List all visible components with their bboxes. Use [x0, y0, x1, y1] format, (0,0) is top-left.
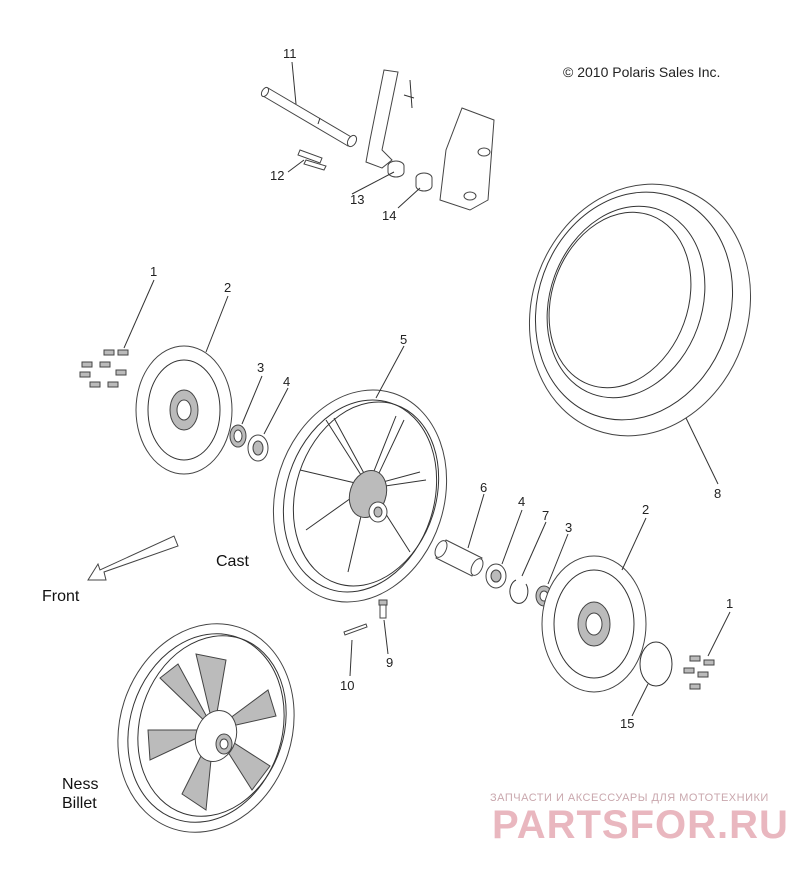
- leader-12: [287, 159, 305, 173]
- watermark-logo: PARTSFOR.RU: [492, 803, 789, 847]
- pinch-bolts-part-12: [297, 149, 327, 171]
- callout-6: 6: [480, 480, 487, 495]
- brake-bolts-left-part-1: [79, 349, 129, 388]
- bearing-right-part-4: [485, 563, 507, 589]
- callout-4-left: 4: [283, 374, 290, 389]
- leader-4-right: [501, 509, 523, 565]
- leader-11: [291, 61, 297, 105]
- leader-15: [631, 683, 649, 717]
- ness-label-line2: Billet: [62, 795, 97, 812]
- spacer-part-14: [415, 172, 433, 192]
- tire-part-8: [528, 183, 752, 437]
- leader-3-right: [547, 533, 569, 585]
- callout-11: 11: [283, 46, 297, 61]
- brake-disc-left-part-2: [135, 345, 233, 475]
- callout-3-right: 3: [565, 520, 572, 535]
- spacer-tube-part-6: [434, 539, 484, 577]
- fork-leg-right: [439, 107, 495, 211]
- balance-weight-part-10: [343, 623, 368, 636]
- callout-7: 7: [542, 508, 549, 523]
- callout-1-left: 1: [150, 264, 157, 279]
- ness-label-line1: Ness: [62, 776, 98, 793]
- callout-8: 8: [714, 486, 721, 501]
- leader-4-left: [263, 387, 289, 435]
- leader-10: [349, 639, 353, 677]
- leader-1-left: [123, 279, 155, 349]
- callout-2-right: 2: [642, 502, 649, 517]
- watermark-tagline: ЗАПЧАСТИ И АКСЕССУАРЫ ДЛЯ МОТОТЕХНИКИ: [490, 792, 769, 804]
- copyright-text: © 2010 Polaris Sales Inc.: [563, 64, 720, 80]
- leader-8: [685, 417, 719, 485]
- cast-label: Cast: [216, 553, 249, 570]
- leader-13: [351, 171, 395, 195]
- front-label: Front: [42, 588, 80, 605]
- leader-5: [375, 345, 405, 399]
- callout-13: 13: [350, 192, 364, 207]
- leader-2-right: [621, 517, 647, 571]
- callout-3-left: 3: [257, 360, 264, 375]
- spacer-part-13: [387, 160, 405, 178]
- bearing-left-part-4: [247, 434, 269, 462]
- front-arrow: [87, 535, 179, 581]
- ness-billet-wheel: [117, 623, 295, 833]
- leader-9: [383, 619, 389, 655]
- callout-10: 10: [340, 678, 354, 693]
- leader-14: [397, 187, 421, 209]
- leader-2-left: [205, 295, 229, 353]
- callout-14: 14: [382, 208, 396, 223]
- tone-ring-part-15: [639, 641, 673, 687]
- axle-part-11: [260, 86, 358, 148]
- leader-7: [521, 521, 547, 577]
- brake-disc-right-part-2: [541, 555, 647, 693]
- callout-4-right: 4: [518, 494, 525, 509]
- callout-2-left: 2: [224, 280, 231, 295]
- fork-leg-left: [365, 69, 415, 169]
- brake-bolts-right-part-1: [683, 655, 715, 690]
- callout-1-right: 1: [726, 596, 733, 611]
- leader-3-left: [241, 375, 263, 425]
- callout-5: 5: [400, 332, 407, 347]
- leader-1-right: [707, 611, 731, 657]
- leader-6: [467, 493, 485, 549]
- callout-9: 9: [386, 655, 393, 670]
- cast-wheel-part-5: [272, 389, 448, 603]
- callout-15: 15: [620, 716, 634, 731]
- callout-12: 12: [270, 168, 284, 183]
- seal-left-part-3: [229, 424, 247, 448]
- valve-stem-part-9: [378, 599, 388, 619]
- snap-ring-part-7: [509, 579, 529, 604]
